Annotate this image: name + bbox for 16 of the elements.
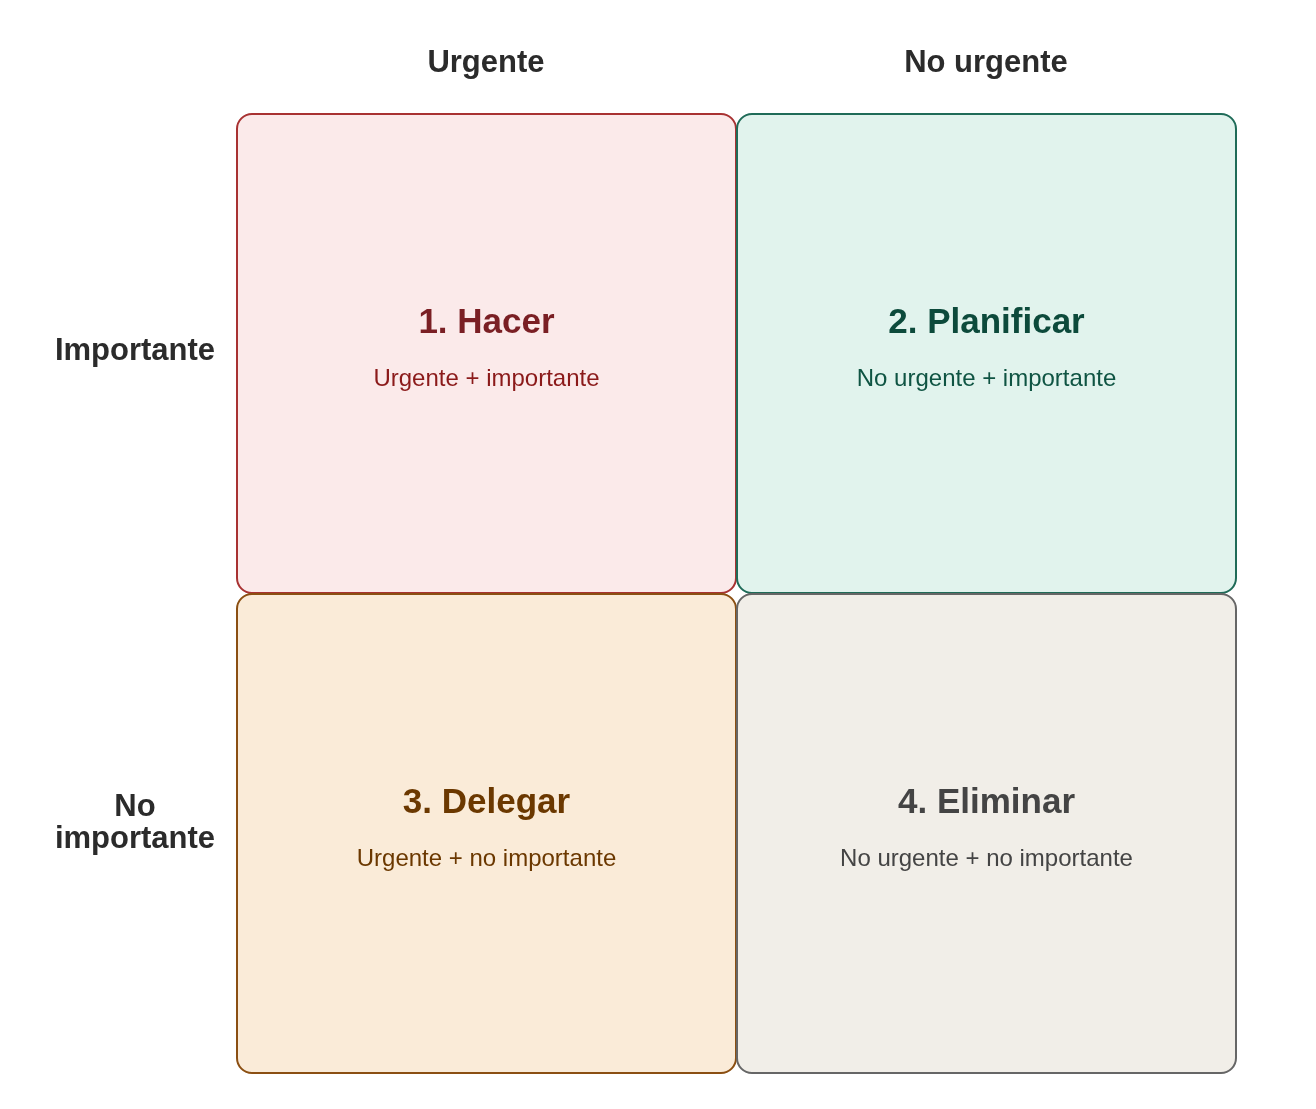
column-header: Urgente	[426, 46, 546, 78]
quadrant-title: 4. Eliminar	[897, 781, 1076, 821]
row-header: No importante	[53, 790, 217, 854]
quadrant-title: 3. Delegar	[401, 781, 572, 821]
quadrant-title: 2. Planificar	[887, 301, 1086, 341]
quadrant-box	[236, 593, 737, 1074]
quadrant-box	[736, 593, 1237, 1074]
quadrant-box	[736, 113, 1237, 594]
quadrant-box	[236, 113, 737, 594]
column-header: No urgente	[903, 46, 1069, 78]
quadrant-subtitle: No urgente + no importante	[839, 844, 1134, 872]
row-header: Importante	[53, 334, 217, 366]
quadrant-subtitle: Urgente + importante	[372, 364, 601, 392]
quadrant-subtitle: Urgente + no importante	[355, 844, 618, 872]
quadrant-title: 1. Hacer	[417, 301, 556, 341]
quadrant-subtitle: No urgente + importante	[855, 364, 1118, 392]
